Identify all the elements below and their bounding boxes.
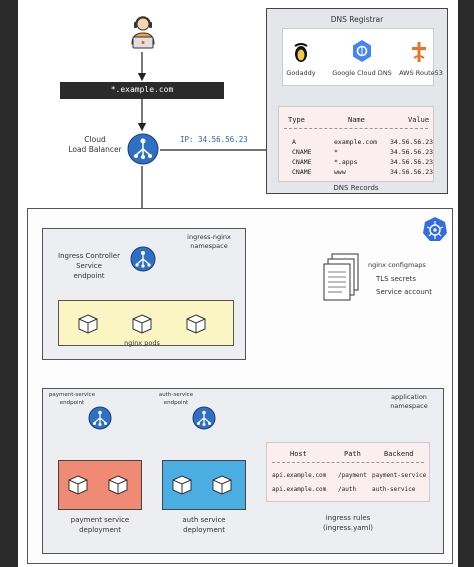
dns-row-1-type: A — [292, 138, 296, 146]
domain-bar — [60, 82, 224, 99]
payment-deploy-line1: payment service — [70, 516, 130, 524]
controller-label-line1: Ingress Controller — [58, 252, 120, 260]
rules-row-1-host: api.example.com — [272, 472, 327, 479]
rules-col-host: Host — [290, 450, 307, 458]
ingress-rules-table — [266, 442, 430, 502]
dns-row-3-value: 34.56.56.23 — [390, 158, 434, 166]
auth-deployment-box — [162, 460, 246, 510]
domain-bar-text: *.example.com — [110, 85, 174, 94]
dns-row-2-type: CNAME — [292, 148, 312, 156]
dns-row-4-value: 34.56.56.23 — [390, 168, 434, 176]
provider-godaddy-label: Godaddy — [286, 69, 316, 77]
dns-row-2-name: * — [334, 148, 338, 156]
nginx-pods-label: nginx pods — [124, 339, 160, 347]
dns-records-title: DNS Records — [333, 184, 379, 192]
rules-row-2-host: api.example.com — [272, 486, 327, 493]
dns-row-4-name: www — [334, 168, 346, 176]
app-ns-title-line2: namespace — [390, 402, 428, 410]
dns-registrar-title: DNS Registrar — [330, 15, 384, 24]
payment-endpoint-line1: payment-service — [48, 392, 96, 398]
rules-row-2-path: /auth — [338, 486, 357, 493]
dns-col-name: Name — [348, 116, 365, 124]
payment-deploy-line2: deployment — [79, 526, 121, 534]
dns-row-2-value: 34.56.56.23 — [390, 148, 434, 156]
right-frame-bar — [458, 0, 474, 567]
app-ns-title-line1: application — [391, 393, 427, 401]
ingress-ns-title-line2: namespace — [190, 242, 228, 250]
dns-row-1-value: 34.56.56.23 — [390, 138, 434, 146]
rules-col-backend: Backend — [384, 450, 414, 458]
payment-pod-icon — [68, 475, 88, 495]
ingress-ns-title-line1: ingress-nginx — [187, 233, 231, 241]
user-laptop-icon — [128, 10, 158, 50]
dns-col-type: Type — [288, 116, 305, 124]
nginx-pod-icon — [186, 314, 206, 334]
rules-row-1-path: /payment — [338, 472, 367, 479]
auth-deploy-line2: deployment — [183, 526, 225, 534]
dns-col-value: Value — [408, 116, 430, 124]
nginx-pod-icon — [78, 314, 98, 334]
rules-row-2-backend: auth-service — [372, 486, 416, 493]
document-stack-icon — [320, 252, 362, 304]
lb-label-line1: Cloud — [84, 135, 106, 144]
provider-aws-label: AWS Route53 — [399, 69, 443, 77]
godaddy-icon — [292, 42, 310, 64]
dns-row-4-type: CNAME — [292, 168, 312, 176]
config-line2: TLS secrets — [376, 275, 417, 283]
config-line1: nginx configmaps — [368, 261, 426, 269]
auth-pod-icon — [212, 475, 232, 495]
auth-endpoint-line2: endpoint — [163, 400, 189, 406]
left-frame-bar — [0, 0, 18, 567]
rules-caption-line2: (ingress.yaml) — [322, 524, 374, 532]
payment-service-endpoint-icon — [88, 406, 112, 430]
payment-endpoint-line2: endpoint — [59, 400, 85, 406]
rules-col-path: Path — [344, 450, 361, 458]
rules-row-1-backend: payment-service — [372, 472, 427, 479]
controller-endpoint-icon — [130, 246, 156, 272]
lb-label-line2: Load Balancer — [68, 145, 122, 154]
auth-deploy-line1: auth service — [182, 516, 226, 524]
auth-pod-icon — [172, 475, 192, 495]
rules-caption-line1: ingress rules — [325, 514, 371, 522]
auth-endpoint-line1: auth-service — [158, 392, 194, 398]
google-cloud-dns-icon — [351, 40, 373, 62]
auth-service-endpoint-icon — [192, 406, 216, 430]
provider-google-label: Google Cloud DNS — [332, 69, 392, 77]
nginx-pod-icon — [132, 314, 152, 334]
dns-row-3-name: *.apps — [334, 158, 358, 166]
controller-label-line2: Service — [76, 262, 102, 270]
lb-ip-label: IP: 34.56.56.23 — [180, 135, 248, 144]
aws-route53-icon — [410, 40, 428, 64]
rules-header-divider — [272, 462, 424, 463]
dns-row-1-name: example.com — [334, 138, 378, 146]
kubernetes-icon — [422, 216, 448, 242]
payment-pod-icon — [108, 475, 128, 495]
dns-records-table — [278, 106, 434, 182]
config-line3: Service account — [376, 288, 432, 296]
load-balancer-icon — [126, 132, 160, 166]
controller-label-line3: endpoint — [73, 272, 105, 280]
dns-row-3-type: CNAME — [292, 158, 312, 166]
dns-header-divider — [284, 128, 428, 129]
